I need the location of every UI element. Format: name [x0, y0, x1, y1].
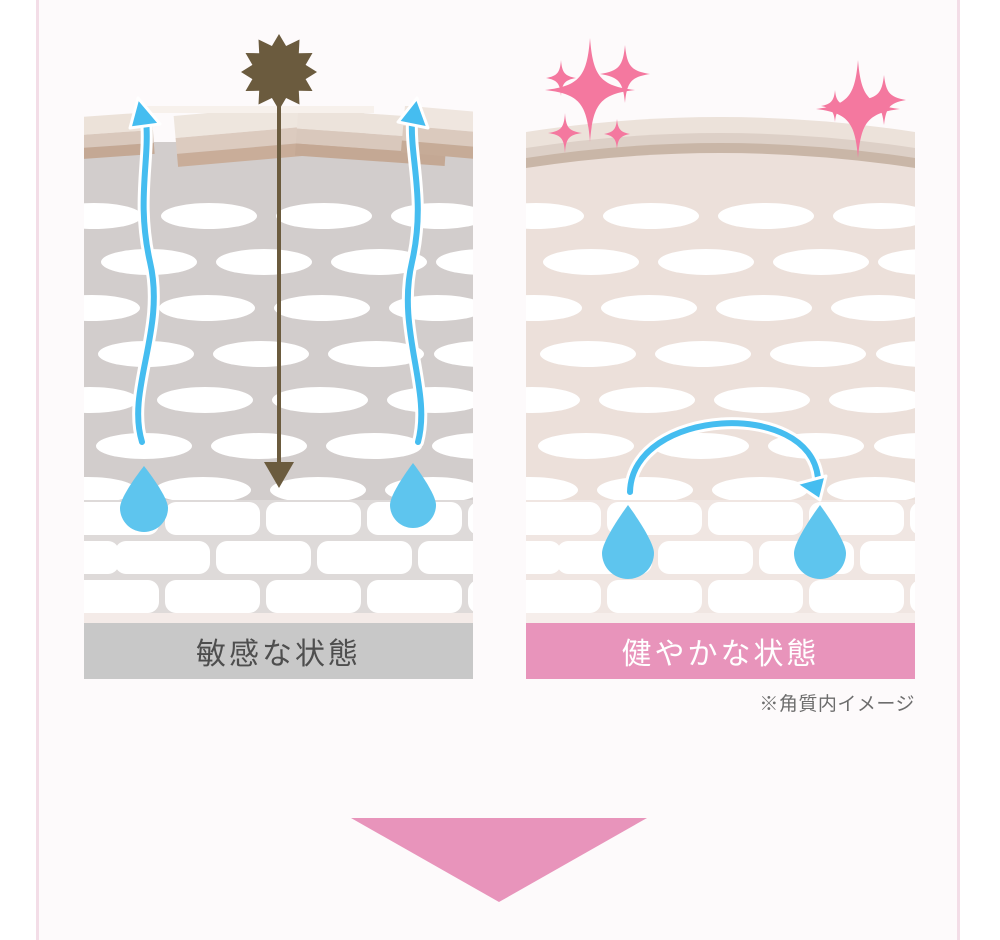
- panel-healthy-state: 健やかな状態: [526, 106, 915, 679]
- surface-flakes-svg: [84, 106, 473, 198]
- brick-zone-damaged: [84, 500, 473, 613]
- panel-base-strip-left: [84, 613, 473, 623]
- panel-sensitive-state: 敏感な状態: [84, 106, 473, 679]
- panel-base-strip-right: [526, 613, 915, 623]
- label-bar-healthy: 健やかな状態: [526, 623, 915, 679]
- label-bar-sensitive: 敏感な状態: [84, 623, 473, 679]
- brick-pattern-damaged: [84, 502, 473, 613]
- corneocyte-zone-healthy: [526, 194, 915, 500]
- brick-pattern-healthy: [526, 502, 915, 613]
- surface-layers-svg: [526, 117, 915, 198]
- image-caption: ※角質内イメージ: [759, 694, 915, 715]
- oval-pattern-healthy: [526, 203, 915, 500]
- label-sensitive-state: 敏感な状態: [196, 638, 361, 671]
- brick-zone-healthy: [526, 500, 915, 613]
- corneocyte-zone-damaged: [84, 194, 473, 500]
- oval-pattern-damaged: [84, 203, 473, 500]
- label-healthy-state: 健やかな状態: [621, 638, 820, 671]
- skin-surface-damaged: [84, 106, 473, 198]
- skin-surface-healthy: [526, 106, 915, 198]
